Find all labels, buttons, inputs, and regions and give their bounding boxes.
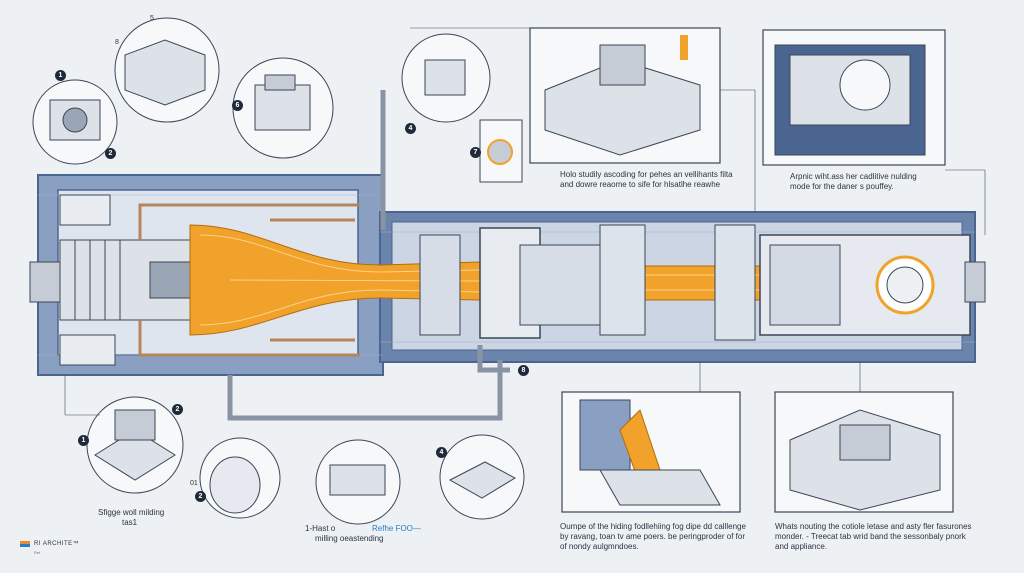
caption-bottom-mid-right-1: Oumpe of the hiding fodllehiing fog dipe… — [560, 522, 746, 531]
callout-number: 8 — [518, 365, 529, 376]
detail-box-top-right — [762, 29, 946, 166]
caption-bottom-left-1: Sfigge woll milding — [98, 508, 165, 517]
logo-subtitle: Ret — [34, 550, 41, 555]
callout-number: 2 — [105, 148, 116, 159]
detail-circle-top-2 — [114, 17, 220, 123]
small-mark: 8 — [115, 39, 119, 46]
caption-bottom-right-2: monder. - Treecat tab wrid band the sess… — [775, 532, 966, 541]
logo-title: RI ARCHITE™ — [34, 541, 80, 547]
callout-number: 7 — [470, 147, 481, 158]
callout-number: 4 — [405, 123, 416, 134]
callout-number: 1 — [78, 435, 89, 446]
detail-small-box — [479, 119, 523, 183]
small-mark: 01 — [190, 480, 198, 487]
caption-top-middle-2: and dowre reaome to sife for hlsatlhe re… — [560, 180, 721, 189]
callout-number: 2 — [195, 491, 206, 502]
detail-circle-bottom-2 — [199, 437, 281, 519]
caption-bottom-center-2: milling oeastending — [315, 534, 384, 543]
clamping-unit — [714, 224, 986, 341]
injection-unit — [419, 224, 646, 339]
grey-ducts — [227, 90, 510, 421]
callout-number: 1 — [55, 70, 66, 81]
detail-box-bottom-right — [774, 391, 954, 513]
small-mark: 5 — [150, 15, 154, 22]
caption-bottom-center-accent: Refhe FOO— — [372, 524, 421, 533]
caption-top-right-2: mode for the daner s pouffey. — [790, 182, 894, 191]
logo-mark-icon — [20, 541, 30, 547]
caption-bottom-mid-right-2: by ravang, toan tv ame poers. be peringp… — [560, 532, 745, 541]
detail-circle-bottom-1 — [86, 396, 184, 494]
callout-number: 6 — [232, 100, 243, 111]
caption-bottom-right-3: and appliance. — [775, 542, 828, 551]
caption-bottom-right-1: Whats nouting the cotiole letase and ast… — [775, 522, 972, 531]
detail-box-top-middle — [529, 27, 721, 164]
detail-circle-bottom-4 — [439, 434, 525, 520]
copper-pipes — [138, 203, 360, 357]
brand-logo: RI ARCHITE™ — [20, 541, 79, 547]
caption-bottom-mid-right-3: of nondy aulgmndoes. — [560, 542, 639, 551]
leader-lines — [64, 27, 986, 416]
detail-circle-top-3 — [232, 57, 334, 159]
detail-circle-bottom-3 — [315, 439, 401, 525]
detail-circle-top-4 — [401, 33, 491, 123]
callout-number: 2 — [172, 404, 183, 415]
caption-bottom-center-1: 1-Hast o — [305, 524, 336, 533]
caption-top-right-1: Arpnic wiht.ass her cadlitive nulding — [790, 172, 917, 181]
detail-circle-top-1 — [32, 79, 118, 165]
caption-top-middle-1: Holo studily ascoding for pehes an velli… — [560, 170, 733, 179]
callout-number: 4 — [436, 447, 447, 458]
detail-box-bottom-middle — [561, 391, 741, 513]
caption-bottom-left-2: tas1 — [122, 518, 138, 527]
